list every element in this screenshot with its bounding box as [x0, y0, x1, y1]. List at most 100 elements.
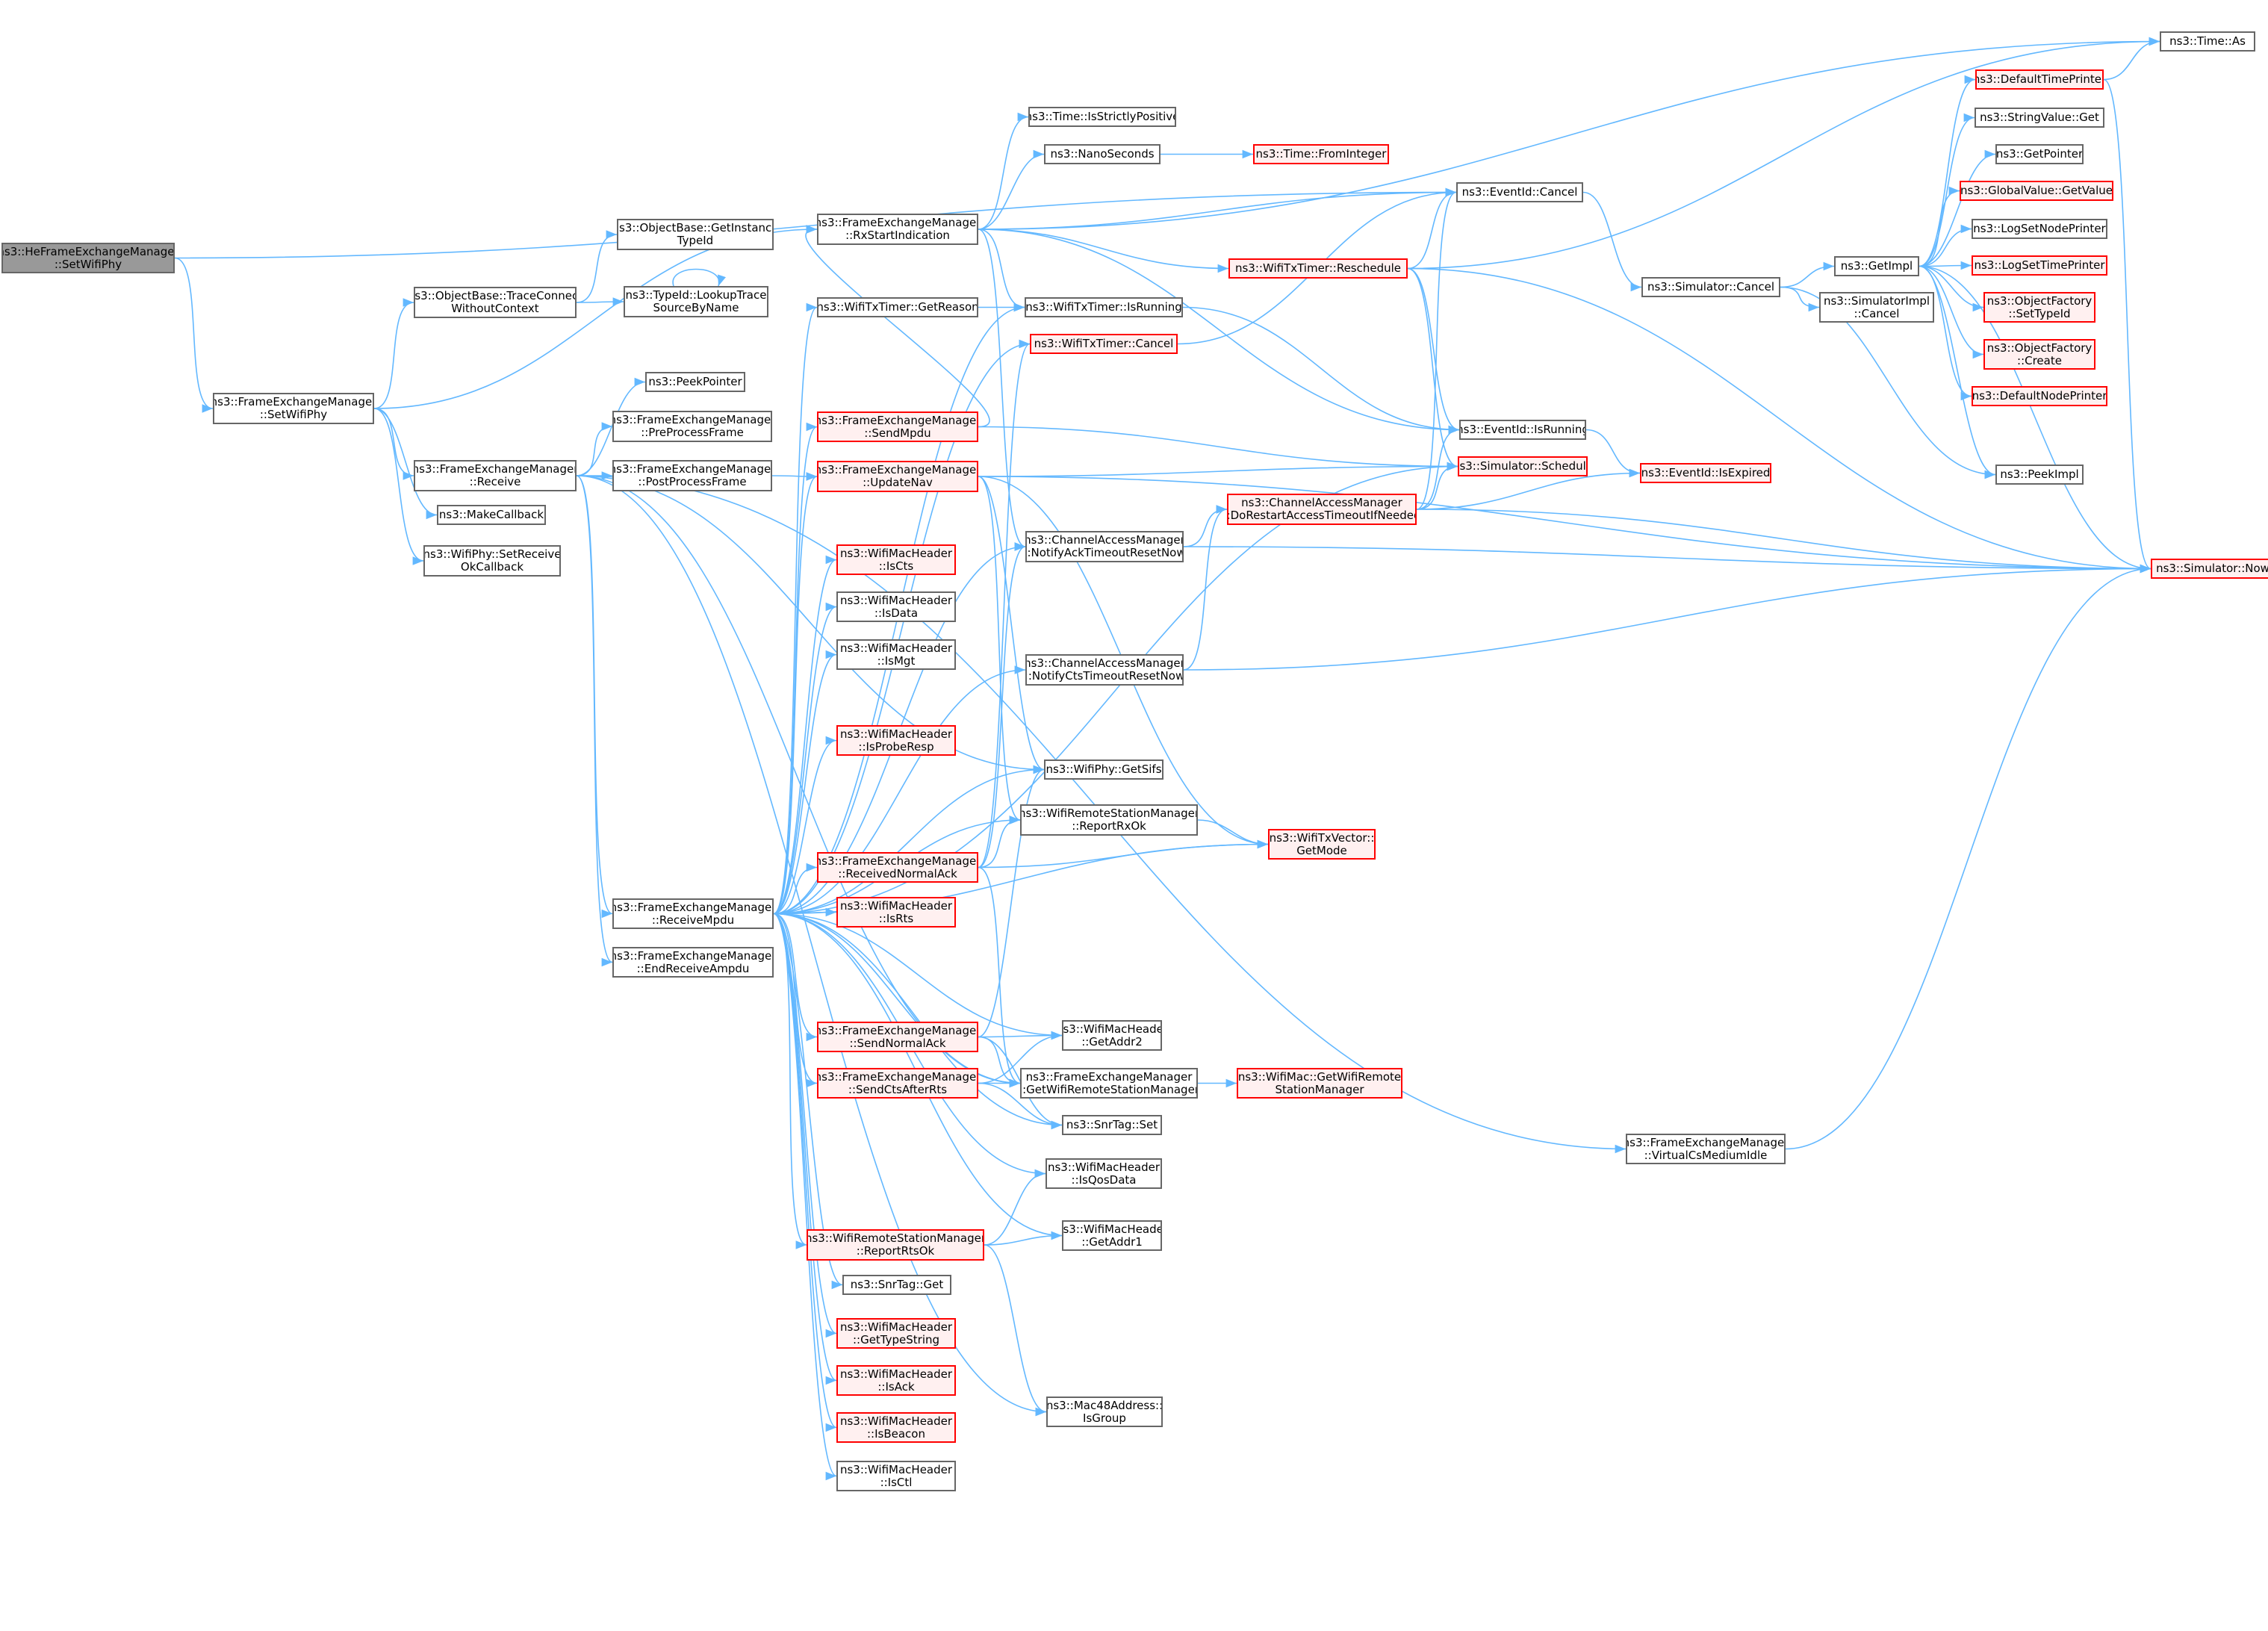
- graph-node-snrtagget[interactable]: ns3::SnrTag::Get: [842, 1275, 951, 1295]
- edge-lookuptrace-to-lookuptrace: [672, 268, 726, 287]
- graph-node-isgroup[interactable]: ns3::Mac48Address::IsGroup: [1046, 1397, 1163, 1427]
- graph-node-getpointer[interactable]: ns3::GetPointer: [1995, 144, 2084, 164]
- graph-node-eventisrunning[interactable]: ns3::EventId::IsRunning: [1459, 420, 1586, 440]
- graph-node-peekimpl[interactable]: ns3::PeekImpl: [1995, 465, 2084, 485]
- graph-node-endreceiveampdu[interactable]: ns3::FrameExchangeManager::EndReceiveAmp…: [612, 947, 774, 978]
- graph-node-getreason[interactable]: ns3::WifiTxTimer::GetReason: [817, 297, 978, 317]
- node-label: ns3::WifiTxTimer::Reschedule: [1234, 261, 1402, 275]
- node-label: ::SendMpdu: [864, 426, 931, 440]
- node-label: ::IsMgt: [877, 653, 916, 668]
- node-label: ns3::FrameExchangeManager: [817, 216, 978, 229]
- graph-node-snrtagset[interactable]: ns3::SnrTag::Set: [1062, 1115, 1162, 1135]
- graph-node-logsettime[interactable]: ns3::LogSetTimePrinter: [1972, 255, 2107, 276]
- graph-node-isctl[interactable]: ns3::WifiMacHeader::IsCtl: [836, 1461, 956, 1491]
- graph-node-updatenav[interactable]: ns3::FrameExchangeManager::UpdateNav: [817, 461, 978, 492]
- node-label: ::EndReceiveAmpdu: [636, 961, 750, 975]
- edge-getimpl-to-globalvalue: [1919, 186, 1960, 267]
- graph-node-peekpointer[interactable]: ns3::PeekPointer: [645, 372, 745, 392]
- graph-node-getimpl[interactable]: ns3::GetImpl: [1834, 256, 1919, 276]
- graph-node-ofsettypeid[interactable]: ns3::ObjectFactory::SetTypeId: [1983, 292, 2095, 323]
- graph-node-fem-receive[interactable]: ns3::FrameExchangeManager::Receive: [414, 460, 577, 491]
- graph-node-sendmpdu[interactable]: ns3::FrameExchangeManager::SendMpdu: [817, 411, 978, 442]
- graph-node-fromint[interactable]: ns3::Time::FromInteger: [1253, 144, 1389, 164]
- edge-reschedule-to-schedule: [1407, 267, 1458, 471]
- graph-node-sendctsafterrts[interactable]: ns3::FrameExchangeManager::SendCtsAfterR…: [817, 1068, 978, 1099]
- graph-node-isstrictlypositive[interactable]: ns3::Time::IsStrictlyPositive: [1028, 107, 1176, 127]
- edge-receivempdu-to-snrtagset: [773, 913, 1063, 1130]
- graph-node-notifycts[interactable]: ns3::ChannelAccessManager::NotifyCtsTime…: [1025, 654, 1184, 686]
- graph-node-virtualcs[interactable]: ns3::FrameExchangeManager::VirtualCsMedi…: [1626, 1134, 1786, 1164]
- graph-node-stringvalueget[interactable]: ns3::StringValue::Get: [1975, 108, 2104, 128]
- node-label: ::GetAddr1: [1081, 1234, 1143, 1249]
- graph-node-makecallback[interactable]: ns3::MakeCallback: [437, 505, 546, 525]
- graph-node-defaulttimeprinter[interactable]: ns3::DefaultTimePrinter: [1975, 69, 2104, 90]
- graph-node-fem-setwifiphy[interactable]: ns3::FrameExchangeManager::SetWifiPhy: [213, 393, 374, 424]
- node-label: ns3::FrameExchangeManager: [612, 413, 772, 426]
- edge-updatenav-to-simnow: [978, 476, 2152, 574]
- graph-node-preprocess[interactable]: ns3::FrameExchangeManager::PreProcessFra…: [612, 411, 772, 442]
- graph-node-getaddr1[interactable]: ns3::WifiMacHeader::GetAddr1: [1062, 1220, 1162, 1251]
- graph-node-ofcreate[interactable]: ns3::ObjectFactory::Create: [1983, 339, 2095, 370]
- graph-node-rxstart[interactable]: ns3::FrameExchangeManager::RxStartIndica…: [817, 214, 978, 245]
- node-label: ns3::MakeCallback: [438, 508, 544, 521]
- node-label: ::SetWifiPhy: [259, 408, 328, 421]
- graph-node-receivednormalack[interactable]: ns3::FrameExchangeManager::ReceivedNorma…: [817, 852, 978, 883]
- edge-sendctsafterrts-to-snrtagset: [978, 1082, 1063, 1130]
- edge-sendmpdu-to-schedule: [978, 426, 1458, 471]
- graph-node-timeas[interactable]: ns3::Time::As: [2160, 31, 2255, 52]
- edge-rxstart-to-timeas: [978, 37, 2160, 230]
- node-label: ::Cancel: [1854, 306, 1900, 320]
- graph-node-ismgt[interactable]: ns3::WifiMacHeader::IsMgt: [836, 639, 956, 670]
- edge-eventisrunning-to-isexpired: [1585, 429, 1641, 478]
- graph-node-reschedule[interactable]: ns3::WifiTxTimer::Reschedule: [1228, 258, 1408, 279]
- graph-node-timercancel[interactable]: ns3::WifiTxTimer::Cancel: [1030, 334, 1178, 354]
- graph-node-globalvalue[interactable]: ns3::GlobalValue::GetValue: [1960, 181, 2113, 201]
- graph-node-postprocess[interactable]: ns3::FrameExchangeManager::PostProcessFr…: [612, 460, 772, 491]
- graph-node-dorestart[interactable]: ns3::ChannelAccessManager::DoRestartAcce…: [1227, 494, 1417, 525]
- graph-node-reportrtsok[interactable]: ns3::WifiRemoteStationManager::ReportRts…: [807, 1229, 984, 1261]
- graph-node-schedule[interactable]: ns3::Simulator::Schedule: [1458, 456, 1588, 476]
- graph-node-simimplcancel[interactable]: ns3::SimulatorImpl::Cancel: [1819, 292, 1934, 323]
- graph-node-defaultnodeprinter[interactable]: ns3::DefaultNodePrinter: [1972, 386, 2107, 406]
- node-label: ns3::FrameExchangeManager: [1626, 1135, 1786, 1149]
- graph-node-logsetnode[interactable]: ns3::LogSetNodePrinter: [1972, 219, 2107, 239]
- node-label: ::RxStartIndication: [845, 229, 950, 242]
- graph-node-gettypestring[interactable]: ns3::WifiMacHeader::GetTypeString: [836, 1318, 956, 1349]
- node-label: ns3::Time::FromInteger: [1255, 147, 1387, 161]
- edge-dorestart-to-schedule: [1416, 462, 1458, 510]
- edge-rxstart-to-timerisrunning: [978, 229, 1025, 312]
- graph-node-nanoseconds[interactable]: ns3::NanoSeconds: [1044, 144, 1161, 164]
- graph-node-reportrxok[interactable]: ns3::WifiRemoteStationManager::ReportRxO…: [1020, 804, 1198, 836]
- graph-node-iscts[interactable]: ns3::WifiMacHeader::IsCts: [836, 544, 956, 575]
- graph-node-isbeacon[interactable]: ns3::WifiMacHeader::IsBeacon: [836, 1412, 956, 1443]
- graph-node-isrts[interactable]: ns3::WifiMacHeader::IsRts: [836, 897, 956, 928]
- graph-node-notifyack[interactable]: ns3::ChannelAccessManager::NotifyAckTime…: [1025, 531, 1184, 562]
- graph-node-sendnormalack[interactable]: ns3::FrameExchangeManager::SendNormalAck: [817, 1022, 978, 1052]
- edge-root-to-eventcancel: [174, 187, 1457, 259]
- graph-node-eventcancel[interactable]: ns3::EventId::Cancel: [1456, 182, 1583, 202]
- graph-node-isproberesp[interactable]: ns3::WifiMacHeader::IsProbeResp: [836, 725, 956, 756]
- node-label: ns3::FrameExchangeManager: [612, 900, 774, 914]
- node-label: ::ReportRxOk: [1072, 819, 1146, 833]
- node-label: ::ReceiveMpdu: [651, 913, 735, 927]
- graph-node-isack[interactable]: ns3::WifiMacHeader::IsAck: [836, 1365, 956, 1396]
- edge-root-to-fem_setwifiphy: [174, 257, 214, 413]
- graph-node-simcancel[interactable]: ns3::Simulator::Cancel: [1641, 277, 1780, 297]
- graph-node-isqosdata[interactable]: ns3::WifiMacHeader::IsQosData: [1046, 1158, 1162, 1189]
- graph-node-receivempdu[interactable]: ns3::FrameExchangeManager::ReceiveMpdu: [612, 898, 774, 929]
- graph-node-getsifs[interactable]: ns3::WifiPhy::GetSifs: [1044, 759, 1163, 780]
- graph-node-simnow[interactable]: ns3::Simulator::Now: [2151, 559, 2268, 579]
- graph-node-timerisrunning[interactable]: ns3::WifiTxTimer::IsRunning: [1025, 297, 1183, 317]
- graph-node-getmode[interactable]: ns3::WifiTxVector::GetMode: [1268, 829, 1376, 860]
- graph-node-root[interactable]: ns3::HeFrameExchangeManager::SetWifiPhy: [1, 243, 175, 273]
- graph-node-isdata[interactable]: ns3::WifiMacHeader::IsData: [836, 591, 956, 622]
- graph-node-getwifirsm[interactable]: ns3::FrameExchangeManager::GetWifiRemote…: [1020, 1068, 1198, 1099]
- graph-node-getaddr2[interactable]: ns3::WifiMacHeader::GetAddr2: [1062, 1020, 1162, 1051]
- graph-node-isexpired[interactable]: ns3::EventId::IsExpired: [1640, 463, 1771, 483]
- node-label: ns3::FrameExchangeManager: [414, 462, 577, 476]
